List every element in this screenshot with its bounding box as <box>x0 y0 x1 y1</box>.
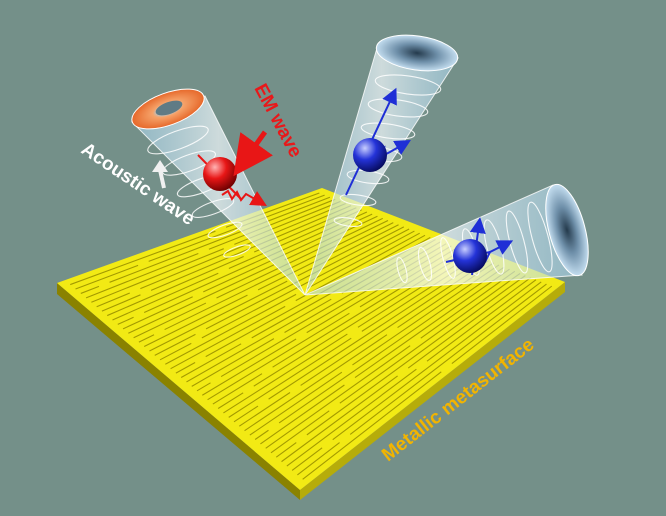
metasurface-groove <box>297 442 340 476</box>
metasurface-groove <box>407 277 531 369</box>
metasurface-groove <box>223 333 348 414</box>
right-cone-mouth <box>545 183 589 277</box>
metasurface-groove <box>70 230 216 286</box>
metasurface-groove <box>191 338 275 387</box>
metasurface-groove <box>85 252 199 299</box>
metasurface-groove <box>109 196 331 283</box>
metasurface-groove <box>138 334 155 343</box>
metasurface-groove <box>128 264 275 334</box>
metasurface-groove <box>228 337 352 418</box>
metasurface-groove <box>216 217 383 299</box>
blue-particle-middle <box>353 138 387 172</box>
metasurface-groove <box>420 270 516 339</box>
middle-cone-mouth <box>375 34 459 72</box>
em-wave-pointer <box>233 130 273 177</box>
metasurface-groove <box>133 302 207 339</box>
metasurface-groove <box>159 342 192 361</box>
blue-particle-right <box>453 239 487 273</box>
metasurface-groove <box>122 296 193 330</box>
metasurface-groove <box>302 371 442 480</box>
metasurface-groove <box>354 268 510 379</box>
metasurface-groove <box>112 272 219 321</box>
metasurface-groove <box>201 228 410 339</box>
metasurface-groove <box>205 234 426 358</box>
metasurface-groove <box>260 384 345 445</box>
metasurface-groove <box>349 283 547 435</box>
em-wave-squiggle <box>221 189 267 206</box>
metasurface-groove <box>281 375 398 463</box>
left-cone-hole <box>155 100 183 116</box>
left-beam <box>131 88 306 296</box>
metasurface-groove <box>238 392 291 427</box>
metasurface-groove <box>249 371 343 436</box>
right-beam <box>304 183 589 296</box>
metasurface-groove <box>80 285 100 294</box>
metasurface-groove <box>451 285 553 365</box>
metasurface-groove <box>101 294 141 312</box>
metasurface-groove <box>143 294 248 348</box>
metasurface-groove <box>233 405 259 423</box>
metasurface-groove <box>150 205 352 291</box>
metasurface-groove <box>332 281 542 441</box>
metasurface-groove <box>207 312 350 401</box>
metasurface-groove <box>339 272 521 404</box>
metasurface-front-edge <box>57 283 300 500</box>
metasurface-groove <box>275 442 297 458</box>
metasurface-groove <box>217 392 244 409</box>
metasurface-groove <box>208 198 336 250</box>
metasurface-groove <box>202 338 297 396</box>
metasurface-groove <box>164 219 389 331</box>
metasurface-groove <box>244 334 388 432</box>
metasurface-groove <box>154 333 196 356</box>
metasurface-groove <box>140 203 346 290</box>
metasurface-groove <box>175 361 196 374</box>
metasurface-groove <box>196 382 211 392</box>
red-particle <box>203 157 237 191</box>
em-wave-label: EM wave <box>250 80 306 161</box>
metasurface-groove <box>165 293 297 365</box>
metasurface-groove <box>148 194 325 262</box>
metasurface-groove <box>265 345 411 449</box>
metasurface-groove <box>106 256 244 317</box>
metasurface-groove <box>278 266 505 424</box>
metasurface-groove <box>295 232 420 302</box>
metasurface-groove <box>117 316 134 325</box>
metasurface-groove <box>270 410 330 454</box>
metasurface-groove <box>306 275 526 436</box>
metasurface-right-edge <box>300 282 565 500</box>
acoustic-wave-pointer <box>152 160 168 189</box>
metasurface-groove <box>180 343 242 379</box>
middle-beam <box>304 34 459 296</box>
metasurface-groove <box>75 264 139 290</box>
metasurface-groove <box>96 292 130 308</box>
metasurface-groove <box>286 368 417 467</box>
metasurface-groove <box>291 447 323 471</box>
metasurface-groove <box>212 373 263 405</box>
metasurface-groove <box>205 226 405 330</box>
metasurface-groove <box>306 230 415 290</box>
metasurface-groove <box>170 305 286 370</box>
metasurface-groove <box>426 279 537 362</box>
metasurface-groove <box>254 429 269 440</box>
metasurface-groove <box>91 248 224 303</box>
metasurface-groove <box>186 298 332 383</box>
metasurface-groove <box>149 280 288 352</box>
